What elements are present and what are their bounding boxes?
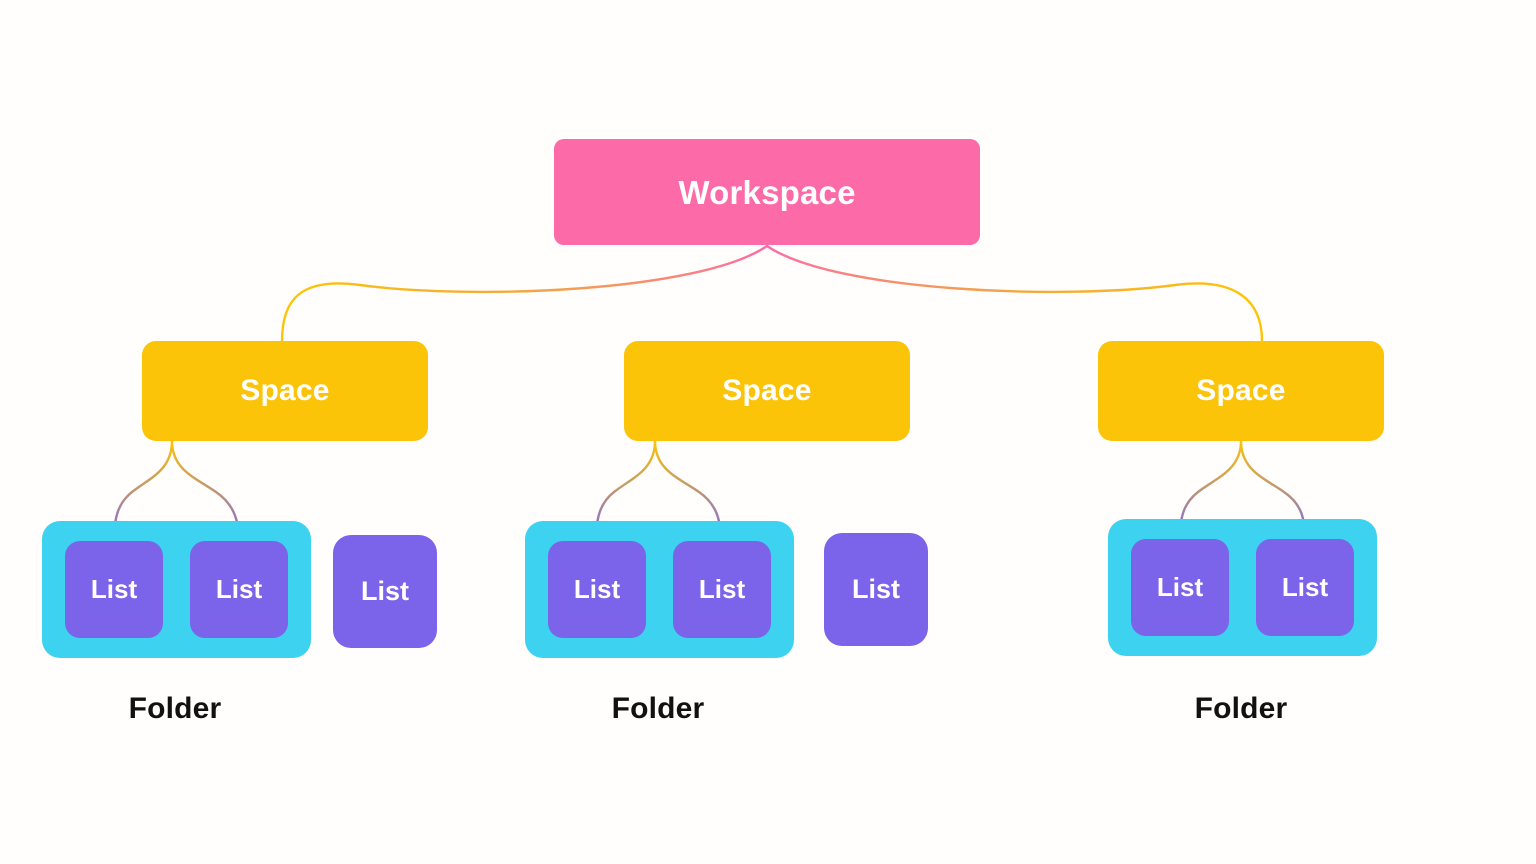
folder-label-3: Folder (1194, 692, 1288, 725)
space-node-3[interactable]: Space (1098, 341, 1384, 441)
space-label-2: Space (722, 374, 812, 407)
list-label-3-a: List (1156, 572, 1204, 602)
list-node-2-b[interactable]: List (673, 541, 771, 638)
space-label-3: Space (1196, 374, 1286, 407)
folder-label-2: Folder (611, 692, 705, 725)
list-label-2-b: List (698, 574, 746, 604)
space-node-1[interactable]: Space (142, 341, 428, 441)
space-label-1: Space (240, 374, 330, 407)
list-node-3-b[interactable]: List (1256, 539, 1354, 636)
connector-workspace-space-3 (765, 244, 1264, 343)
list-label-1-standalone: List (360, 576, 409, 606)
space-node-2[interactable]: Space (624, 341, 910, 441)
connector-workspace-space-1 (280, 244, 769, 343)
folder-container-1[interactable]: List List (42, 521, 311, 658)
list-label-3-b: List (1281, 572, 1329, 602)
folder-container-2[interactable]: List List (525, 521, 794, 658)
workspace-label: Workspace (678, 173, 856, 211)
folder-label-1: Folder (128, 692, 222, 725)
list-label-1-b: List (215, 574, 263, 604)
list-node-1-b[interactable]: List (190, 541, 288, 638)
list-label-1-a: List (90, 574, 138, 604)
list-node-2-standalone[interactable]: List (824, 533, 928, 646)
folder-container-3[interactable]: List List (1108, 519, 1377, 656)
list-node-3-a[interactable]: List (1131, 539, 1229, 636)
list-node-1-standalone[interactable]: List (333, 535, 437, 648)
workspace-node[interactable]: Workspace (554, 139, 980, 245)
list-node-2-a[interactable]: List (548, 541, 646, 638)
list-label-2-standalone: List (851, 574, 900, 604)
list-node-1-a[interactable]: List (65, 541, 163, 638)
list-label-2-a: List (573, 574, 621, 604)
